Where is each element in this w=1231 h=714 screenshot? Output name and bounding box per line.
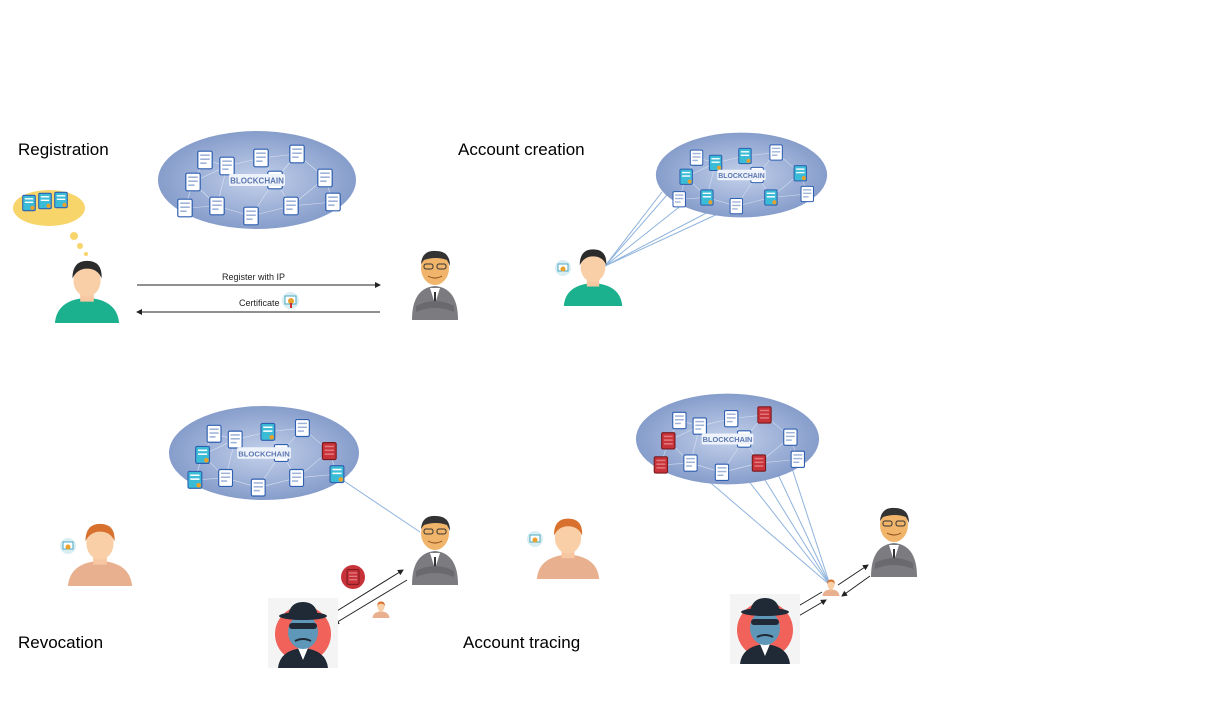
blockchain-label: BLOCKCHAIN	[230, 177, 284, 186]
section-title-revocation: Revocation	[18, 633, 104, 652]
section-title-account-creation: Account creation	[458, 140, 585, 159]
tracing-arrow-from-official	[841, 575, 871, 597]
certificate-node	[253, 148, 269, 168]
section-title-registration: Registration	[18, 140, 109, 159]
certificate-node	[317, 168, 333, 188]
certificate-node	[714, 463, 730, 482]
certificate-node	[187, 470, 203, 489]
blockchain-revocation: BLOCKCHAIN	[168, 405, 360, 501]
certificate-node	[679, 168, 693, 185]
certificate-node	[325, 192, 341, 212]
thought-cloud-certificates	[13, 190, 88, 256]
certificate-node	[209, 196, 225, 216]
certificate-node	[672, 411, 687, 430]
authority-account-tracing	[870, 507, 918, 577]
certificate-node	[283, 196, 299, 216]
user-account-creation	[563, 249, 623, 306]
certificate-node	[195, 445, 211, 464]
certificate-node	[764, 189, 778, 206]
revocation-link	[334, 474, 421, 533]
blockchain-registration: BLOCKCHAIN	[158, 131, 356, 229]
certificate-node	[177, 198, 193, 218]
section-title-account-tracing: Account tracing	[463, 633, 581, 652]
user-revocation	[67, 523, 133, 586]
authority-registration	[411, 250, 459, 320]
revoked-certificate-node	[751, 454, 767, 472]
revoked-certificate-node	[321, 442, 337, 461]
certificate-node	[689, 149, 704, 166]
malicious-user-account-tracing	[730, 594, 800, 664]
certificate-label: Certificate	[239, 298, 280, 308]
blockchain-account-creation: BLOCKCHAIN	[655, 132, 828, 218]
certificate-node	[800, 185, 815, 203]
revoked-certificate-node	[653, 456, 669, 474]
certificate-badge-icon	[527, 531, 543, 547]
certificate-node	[700, 189, 714, 206]
revoked-certificate-node	[661, 432, 676, 450]
user-registration	[54, 260, 120, 323]
certificate-node	[329, 465, 345, 484]
pseudonym-user-tracing	[822, 579, 840, 596]
revocation-arrow-to-hacker	[333, 579, 408, 625]
blockchain-account-tracing: BLOCKCHAIN	[635, 393, 820, 485]
certificate-node	[790, 450, 806, 469]
certificate-node	[206, 424, 222, 443]
certificate-node	[243, 206, 259, 226]
certificate-node	[672, 191, 686, 208]
certificate-node	[218, 468, 234, 488]
certificate-node	[260, 422, 276, 441]
register-with-ip-label: Register with IP	[222, 272, 286, 282]
blockchain-label: BLOCKCHAIN	[238, 449, 290, 458]
account-tracing-links	[704, 461, 831, 586]
certificate-node	[723, 409, 739, 428]
tracing-arrow-to-official	[837, 564, 869, 586]
certificate-node	[769, 144, 783, 161]
certificate-node	[692, 417, 707, 435]
certificate-node	[250, 478, 266, 497]
certificate-node	[738, 147, 752, 165]
pseudonym-user-revocation	[372, 601, 390, 618]
revocation-arrow-to-official	[331, 569, 404, 615]
certificate-icon	[282, 292, 299, 309]
certificate-badge-icon	[60, 538, 76, 554]
certificate-node	[729, 197, 744, 215]
certificate-node	[783, 428, 798, 446]
certificate-node	[197, 150, 213, 170]
certificate-node	[185, 172, 201, 192]
certificate-node	[294, 418, 310, 438]
certificate-badge-icon	[555, 260, 571, 276]
user-account-tracing	[536, 518, 600, 579]
authority-revocation	[411, 515, 459, 585]
blockchain-label: BLOCKCHAIN	[703, 435, 753, 444]
certificate-node	[219, 156, 235, 176]
blockchain-label: BLOCKCHAIN	[718, 173, 764, 180]
revoked-certificate-icon	[341, 565, 365, 589]
certificate-node	[227, 430, 243, 449]
malicious-user-revocation	[268, 598, 338, 668]
certificate-node	[289, 468, 305, 488]
certificate-node	[793, 165, 808, 182]
revoked-certificate-node	[757, 406, 772, 424]
certificate-node	[683, 454, 698, 472]
certificate-node	[289, 144, 305, 164]
certificate-node	[708, 154, 723, 172]
